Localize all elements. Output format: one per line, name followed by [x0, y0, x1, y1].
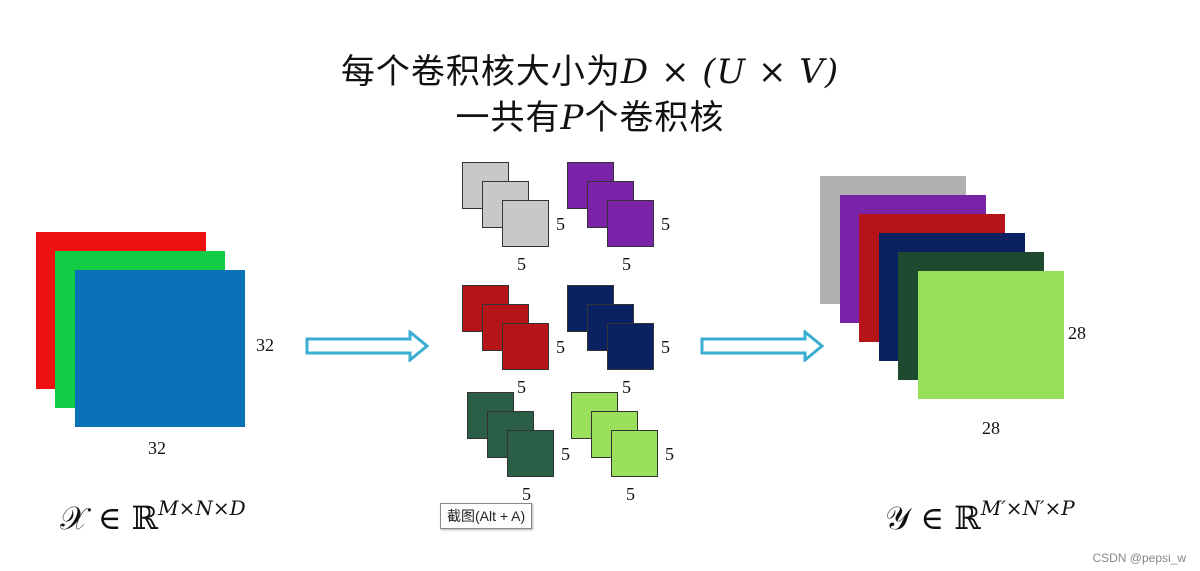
kernel-height-label: 5	[556, 214, 565, 234]
output-height-label: 28	[1068, 323, 1086, 343]
output-formula: 𝒴 ∈ ℝM′×N′×P	[885, 496, 1075, 538]
input-formula-sup: M×N×D	[158, 496, 246, 520]
output-feature-map	[917, 271, 1064, 399]
kernel-width-label: 5	[626, 484, 635, 504]
kernel-slice	[502, 323, 549, 370]
kernel-slice	[607, 323, 654, 370]
kernel-width-label: 5	[622, 377, 631, 397]
kernel-slice	[607, 200, 654, 247]
kernel-height-label: 5	[661, 214, 670, 234]
title-line-2: 一共有P个卷积核	[0, 90, 1180, 139]
watermark: CSDN @pepsi_w	[1092, 551, 1186, 565]
kernel-width-label: 5	[517, 254, 526, 274]
title-line-2-math: P	[560, 98, 585, 138]
kernel-slice	[507, 430, 554, 477]
output-formula-sup: M′×N′×P	[980, 496, 1075, 520]
kernel-width-label: 5	[622, 254, 631, 274]
title-line-2-suffix: 个卷积核	[584, 98, 725, 138]
kernel-slice	[611, 430, 658, 477]
output-width-label: 28	[982, 418, 1000, 438]
kernel-width-label: 5	[522, 484, 531, 504]
arrow-right-icon	[700, 330, 825, 362]
kernel-slice	[502, 200, 549, 247]
output-formula-base: 𝒴 ∈ ℝ	[885, 499, 981, 537]
kernel-height-label: 5	[665, 444, 674, 464]
arrow-right-icon	[305, 330, 430, 362]
title-line-1-text: 每个卷积核大小为	[340, 52, 621, 92]
title-line-2-prefix: 一共有	[455, 98, 561, 138]
input-formula: 𝒳 ∈ ℝM×N×D	[60, 496, 246, 538]
input-channel-blue	[75, 270, 245, 427]
title-line-1-math: D × (U × V)	[620, 52, 840, 92]
kernel-height-label: 5	[556, 337, 565, 357]
kernel-height-label: 5	[661, 337, 670, 357]
input-height-label: 32	[256, 335, 274, 355]
title-line-1: 每个卷积核大小为D × (U × V)	[0, 44, 1180, 93]
screenshot-tooltip: 截图(Alt + A)	[440, 503, 533, 529]
kernel-height-label: 5	[561, 444, 570, 464]
kernel-width-label: 5	[517, 377, 526, 397]
input-width-label: 32	[148, 438, 166, 458]
input-formula-base: 𝒳 ∈ ℝ	[60, 499, 159, 537]
